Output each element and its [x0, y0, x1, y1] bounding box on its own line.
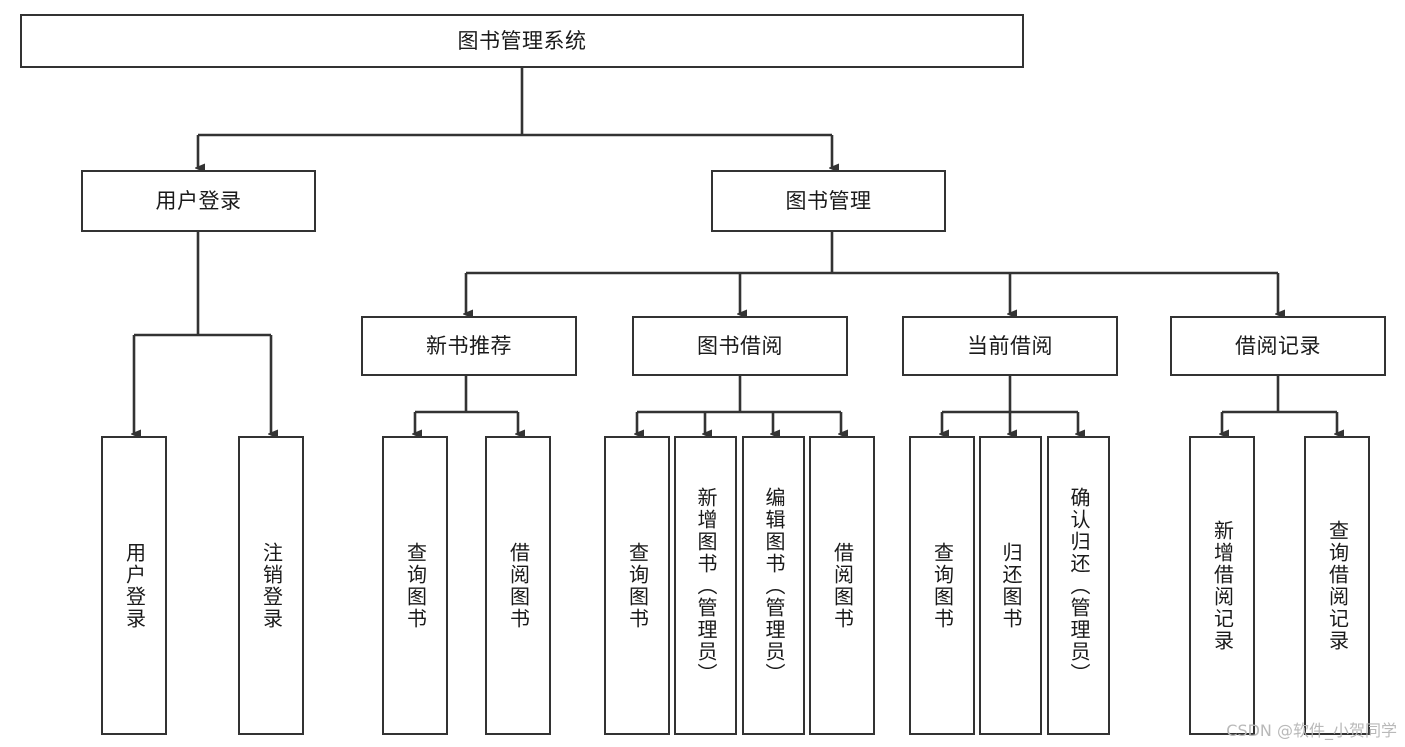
- node-label: 新增图书（管理员）: [694, 486, 718, 685]
- node-root-system[interactable]: 图书管理系统: [20, 14, 1024, 68]
- leaf-borrow-book[interactable]: 借阅图书: [809, 436, 875, 735]
- leaf-query-book-borrow[interactable]: 查询图书: [604, 436, 670, 735]
- node-new-book-recommend[interactable]: 新书推荐: [361, 316, 577, 376]
- node-current-borrow[interactable]: 当前借阅: [902, 316, 1118, 376]
- node-label: 新增借阅记录: [1210, 519, 1235, 652]
- node-label: 编辑图书（管理员）: [762, 486, 786, 685]
- leaf-add-borrow-record[interactable]: 新增借阅记录: [1189, 436, 1255, 735]
- node-book-management[interactable]: 图书管理: [711, 170, 946, 232]
- leaf-return-book[interactable]: 归还图书: [979, 436, 1042, 735]
- leaf-confirm-return-admin[interactable]: 确认归还（管理员）: [1047, 436, 1110, 735]
- node-label: 借阅记录: [1235, 333, 1321, 358]
- node-label: 图书管理系统: [457, 28, 587, 53]
- node-label: 归还图书: [999, 541, 1023, 630]
- node-label: 用户登录: [122, 541, 147, 630]
- node-label: 当前借阅: [967, 333, 1053, 358]
- leaf-query-book-current[interactable]: 查询图书: [909, 436, 975, 735]
- node-label: 用户登录: [155, 188, 242, 213]
- leaf-add-book-admin[interactable]: 新增图书（管理员）: [674, 436, 737, 735]
- node-borrow-record[interactable]: 借阅记录: [1170, 316, 1386, 376]
- node-label: 查询借阅记录: [1325, 519, 1350, 652]
- leaf-edit-book-admin[interactable]: 编辑图书（管理员）: [742, 436, 805, 735]
- leaf-borrow-book-new[interactable]: 借阅图书: [485, 436, 551, 735]
- leaf-query-borrow-record[interactable]: 查询借阅记录: [1304, 436, 1370, 735]
- node-label: 查询图书: [403, 541, 428, 630]
- node-label: 查询图书: [625, 541, 650, 630]
- node-label: 新书推荐: [426, 333, 512, 358]
- node-label: 借阅图书: [506, 541, 531, 630]
- leaf-logout[interactable]: 注销登录: [238, 436, 304, 735]
- leaf-user-login[interactable]: 用户登录: [101, 436, 167, 735]
- node-label: 图书借阅: [697, 333, 783, 358]
- node-user-login[interactable]: 用户登录: [81, 170, 316, 232]
- node-label: 图书管理: [785, 188, 872, 213]
- leaf-query-book-new[interactable]: 查询图书: [382, 436, 448, 735]
- node-label: 注销登录: [259, 541, 284, 630]
- node-label: 借阅图书: [830, 541, 855, 630]
- node-label: 查询图书: [930, 541, 955, 630]
- node-book-borrow[interactable]: 图书借阅: [632, 316, 848, 376]
- node-label: 确认归还（管理员）: [1067, 486, 1091, 685]
